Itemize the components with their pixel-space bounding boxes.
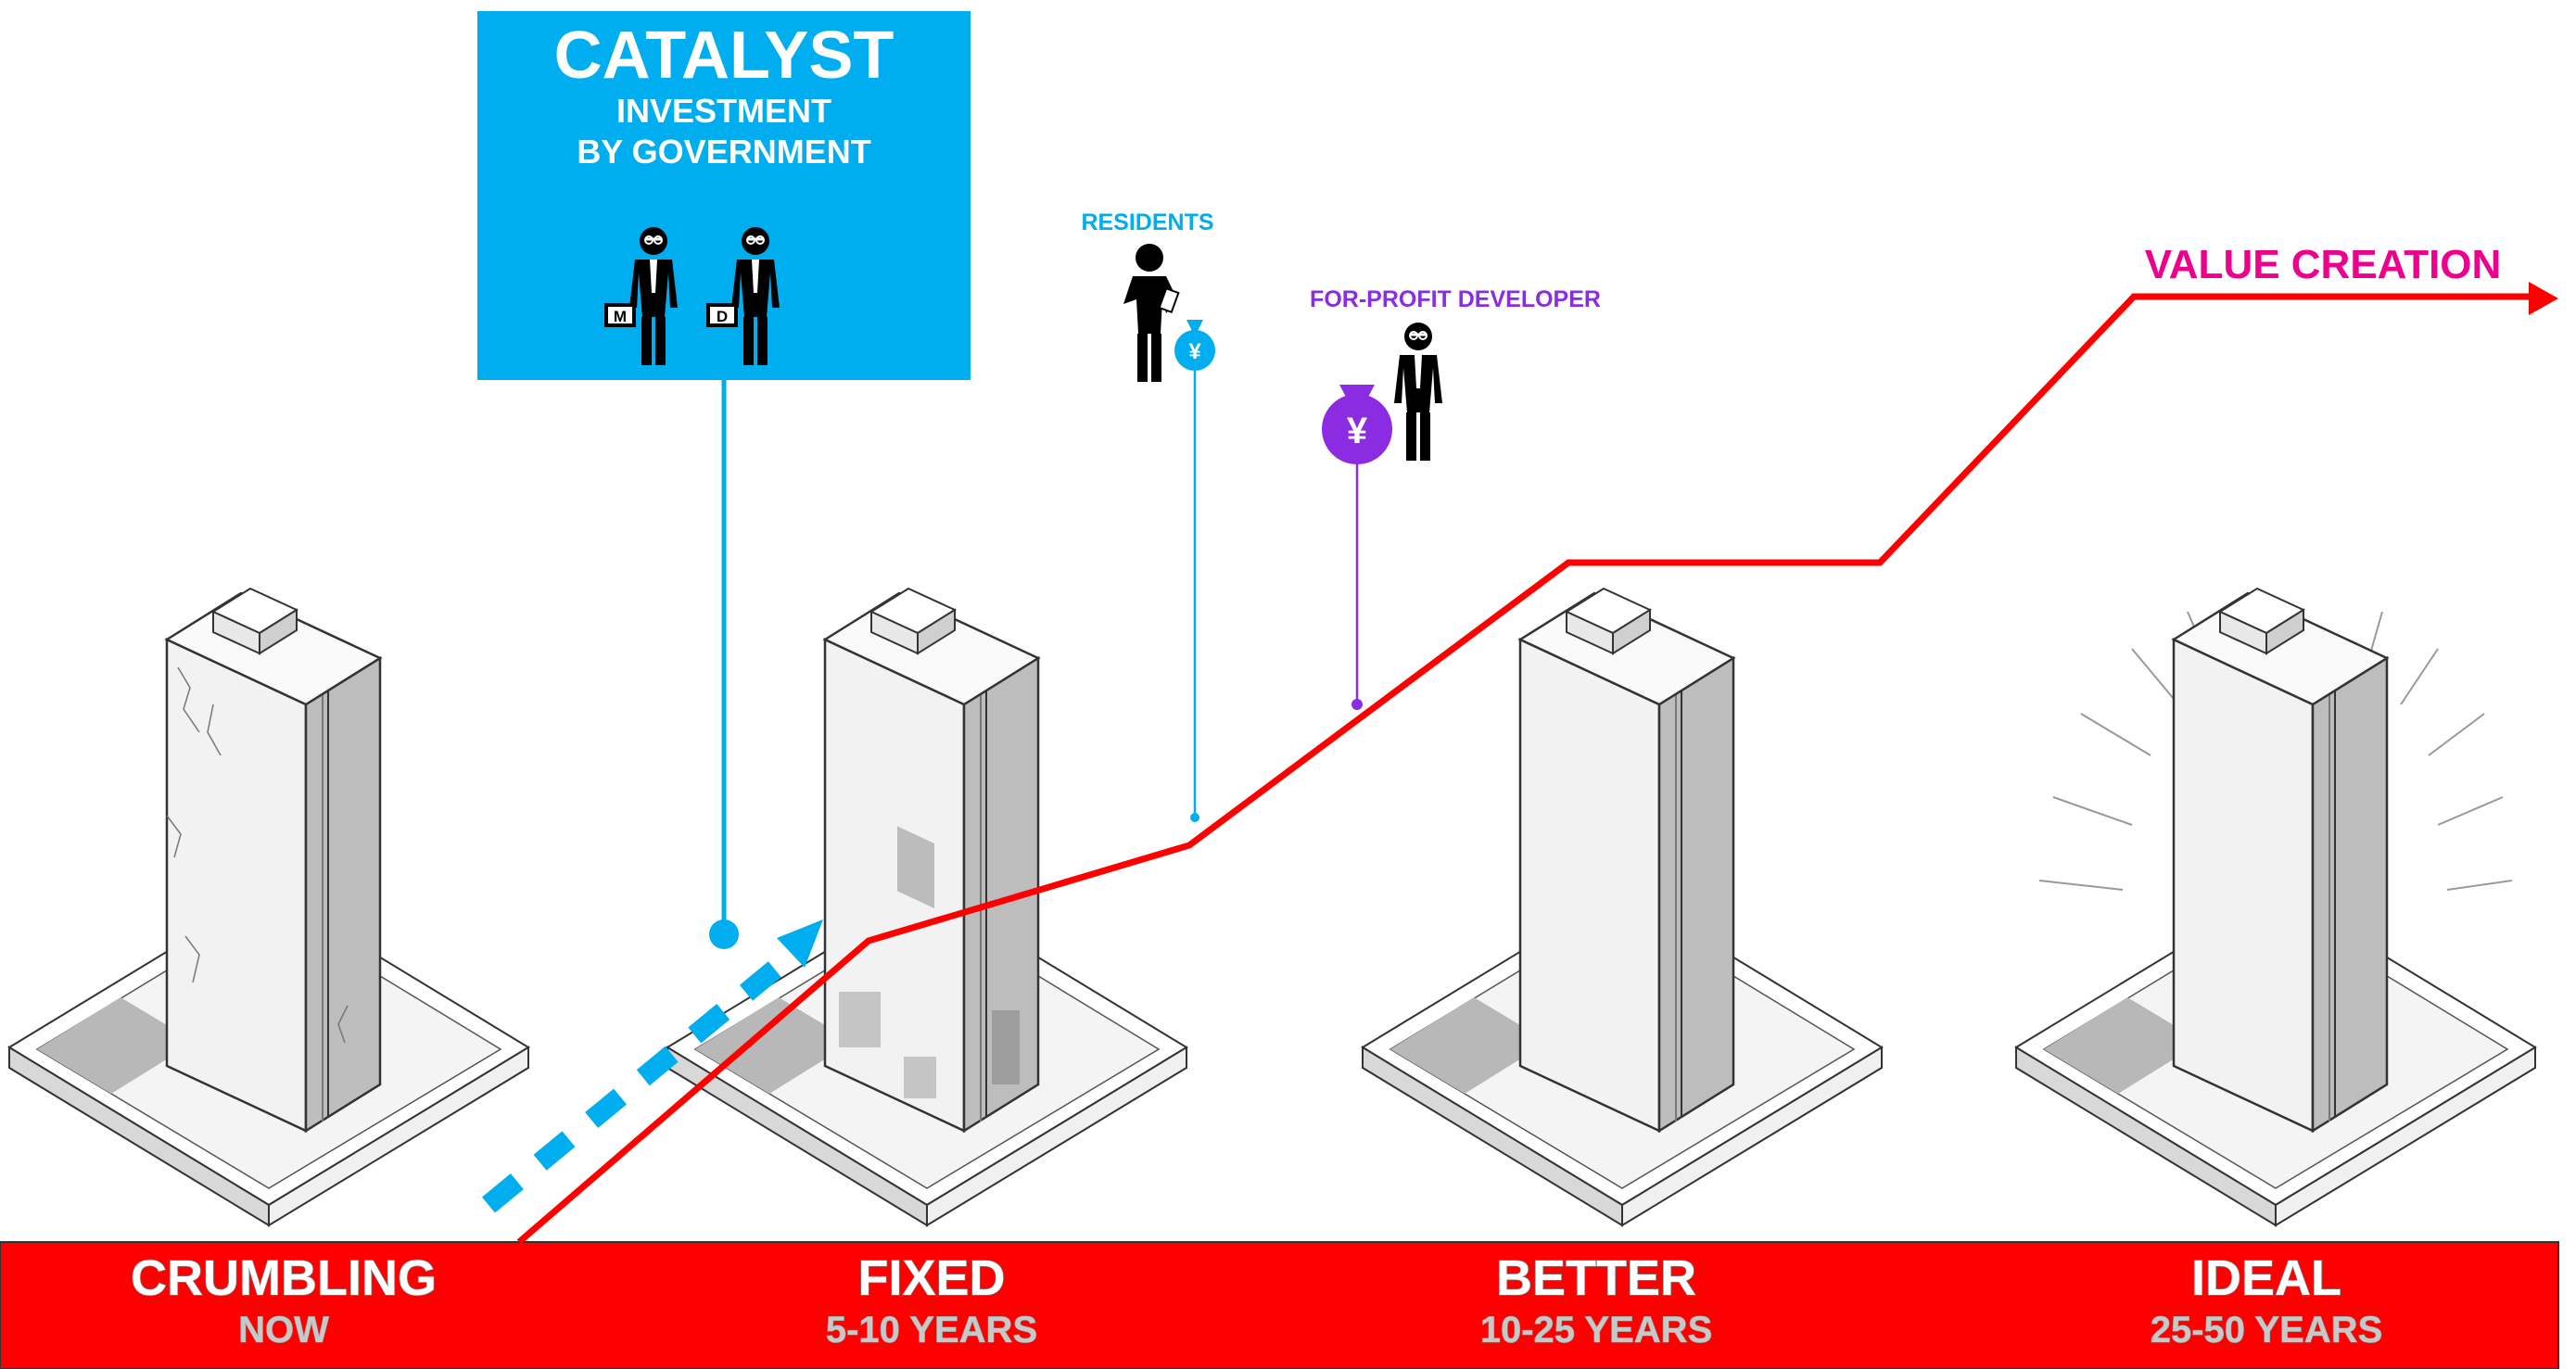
money-bag-icon: ¥ — [1322, 385, 1392, 464]
developer-currency: ¥ — [1347, 411, 1368, 451]
stage-fixed-subtitle: 5-10 YEARS — [826, 1310, 1037, 1350]
value-creation-label: VALUE CREATION — [2145, 242, 2502, 287]
crack-marks — [166, 666, 349, 1044]
stage-crumbling-title: CRUMBLING — [131, 1250, 437, 1306]
businessman-icon: D — [706, 225, 781, 367]
badge-m: M — [614, 308, 627, 325]
businessman-icon — [1392, 321, 1444, 463]
catalyst-line1: INVESTMENT — [616, 92, 831, 130]
arrow-icon — [2529, 282, 2558, 315]
residents-label: RESIDENTS — [1081, 209, 1213, 235]
businessman-icon: M — [604, 225, 679, 367]
badge-d: D — [717, 308, 728, 325]
developer-dot — [1351, 699, 1363, 710]
building-better-icon — [1361, 587, 1884, 1227]
person-icon — [1123, 243, 1180, 383]
patch-marks — [839, 826, 1020, 1098]
stage-crumbling-subtitle: NOW — [238, 1310, 329, 1350]
catalyst-line2: BY GOVERNMENT — [577, 133, 870, 171]
stage-better-title: BETTER — [1496, 1250, 1696, 1306]
building-crumbling-icon — [7, 587, 530, 1227]
timeline-band — [0, 1241, 2559, 1369]
government-dot — [709, 919, 739, 949]
value-creation-line — [516, 293, 2529, 1245]
stage-ideal-title: IDEAL — [2191, 1250, 2341, 1306]
arrow-icon — [777, 919, 823, 968]
residents-currency: ¥ — [1188, 339, 1201, 364]
stage-fixed-title: FIXED — [857, 1250, 1005, 1306]
building-fixed-icon — [666, 587, 1188, 1227]
money-bag-icon: ¥ — [1174, 320, 1215, 371]
catalyst-title: CATALYST — [554, 19, 895, 93]
stage-ideal-subtitle: 25-50 YEARS — [2151, 1310, 2383, 1350]
developer-label: FOR-PROFIT DEVELOPER — [1310, 286, 1601, 312]
stage-better-subtitle: 10-25 YEARS — [1480, 1310, 1713, 1350]
residents-dot — [1190, 813, 1199, 822]
building-ideal-icon — [2014, 587, 2537, 1227]
